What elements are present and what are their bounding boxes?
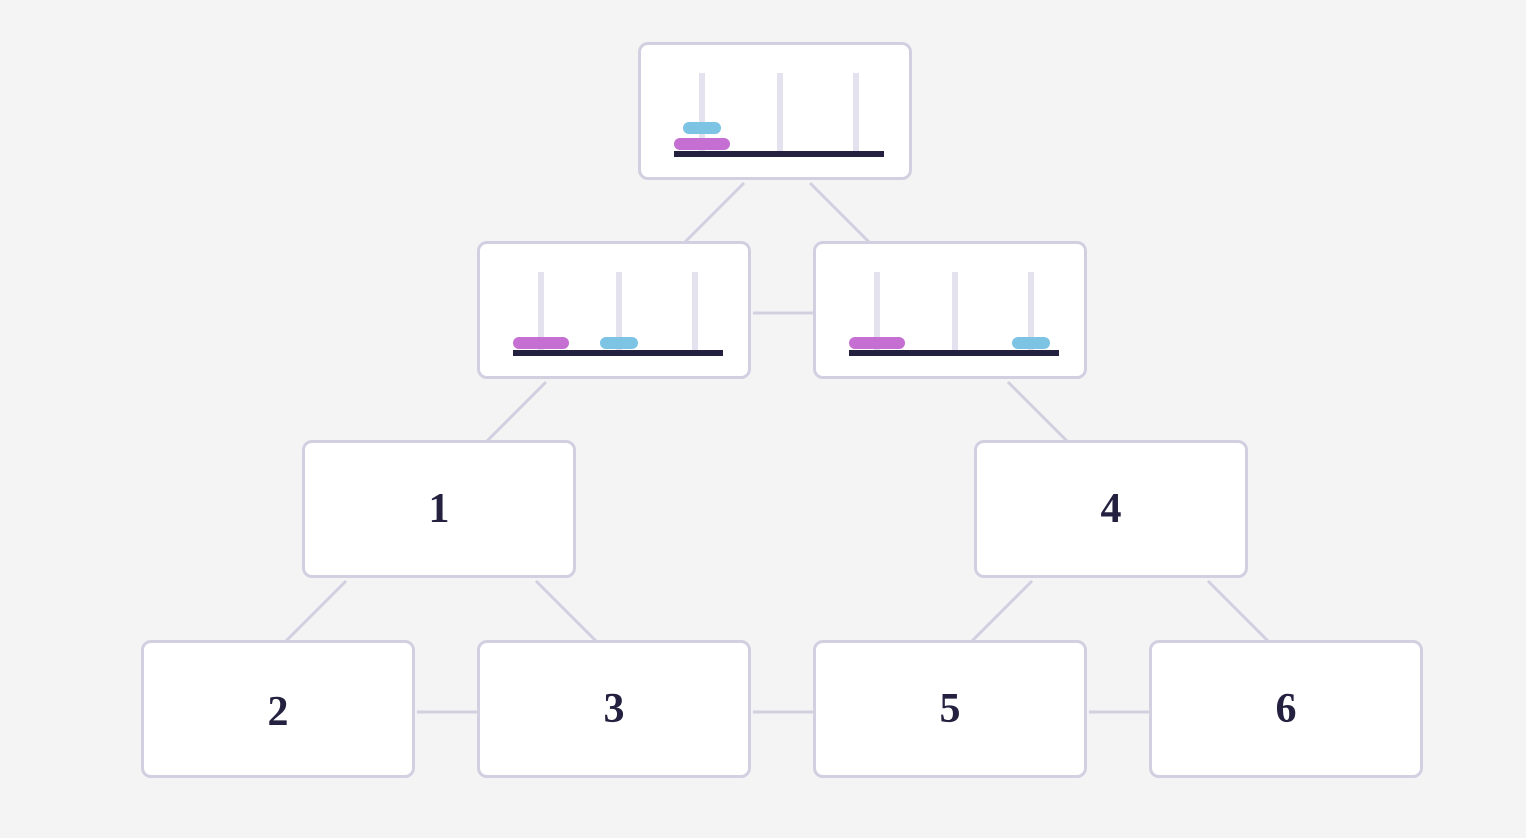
edge-left-node1	[484, 380, 548, 444]
disk-large[interactable]	[849, 337, 905, 349]
hanoi-board-left	[513, 272, 723, 356]
node-4[interactable]: 4	[974, 440, 1248, 578]
disk-large[interactable]	[674, 138, 730, 150]
edge-node1-node2	[284, 579, 348, 643]
node-6-label: 6	[1275, 686, 1297, 732]
right-state-node[interactable]	[813, 241, 1087, 379]
edge-node1-node3	[534, 579, 598, 643]
edge-root-left	[683, 181, 746, 244]
disk-small[interactable]	[600, 337, 638, 349]
edge-root-right	[808, 181, 871, 244]
root-state-node[interactable]	[638, 42, 912, 180]
node-6[interactable]: 6	[1149, 640, 1423, 778]
left-state-node[interactable]	[477, 241, 751, 379]
node-2[interactable]: 2	[141, 640, 415, 778]
edge-node4-node5	[970, 579, 1034, 643]
disk-small[interactable]	[683, 122, 721, 134]
hanoi-board-root	[674, 73, 884, 157]
node-5-label: 5	[939, 686, 961, 732]
node-1[interactable]: 1	[302, 440, 576, 578]
node-4-label: 4	[1100, 486, 1122, 532]
node-3[interactable]: 3	[477, 640, 751, 778]
node-2-label: 2	[267, 689, 289, 735]
disk-small[interactable]	[1012, 337, 1050, 349]
edge-right-node4	[1006, 380, 1070, 444]
node-5[interactable]: 5	[813, 640, 1087, 778]
board-base	[513, 350, 723, 356]
edge-node4-node6	[1206, 579, 1270, 643]
hanoi-board-right	[849, 272, 1059, 356]
disk-large[interactable]	[513, 337, 569, 349]
node-1-label: 1	[428, 486, 450, 532]
node-3-label: 3	[603, 686, 625, 732]
board-base	[674, 151, 884, 157]
board-base	[849, 350, 1059, 356]
